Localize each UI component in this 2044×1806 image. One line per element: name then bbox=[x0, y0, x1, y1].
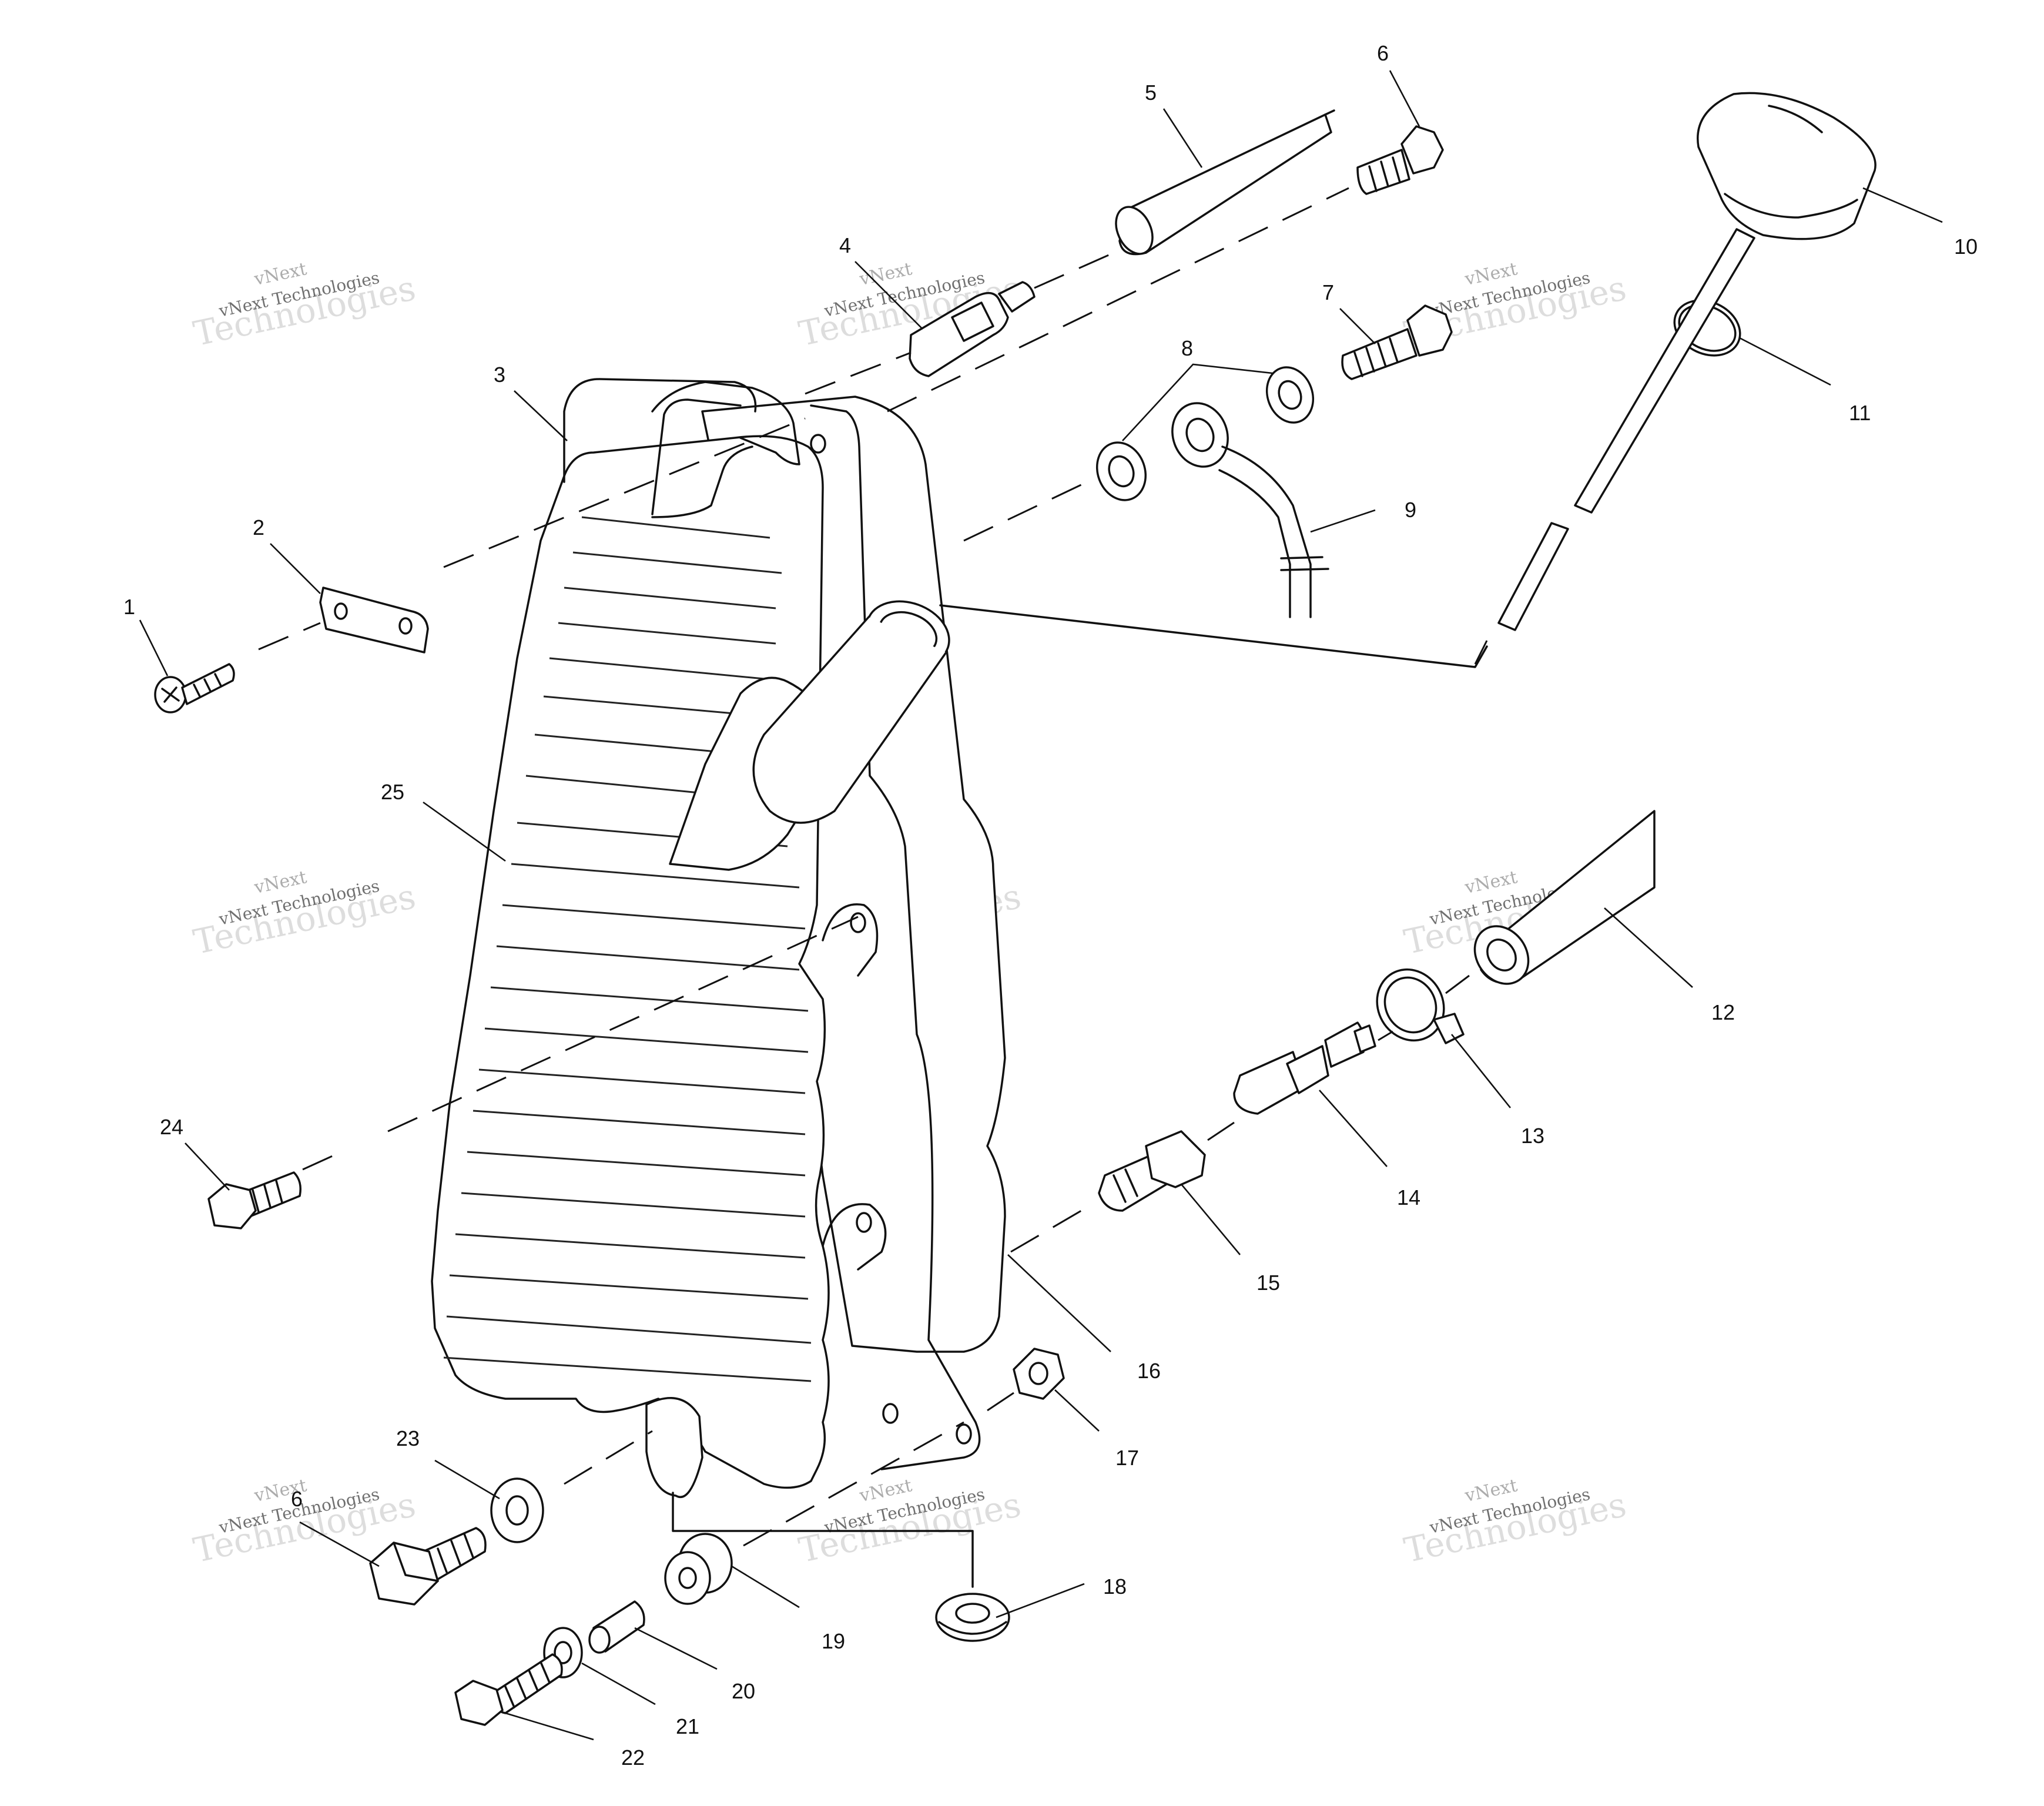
callout-24: 24 bbox=[160, 1115, 183, 1139]
tank-mount-hole-low bbox=[856, 1212, 872, 1233]
callout-18: 18 bbox=[1103, 1574, 1127, 1599]
tank-drain-sump bbox=[645, 1397, 703, 1499]
callout-21: 21 bbox=[676, 1714, 699, 1738]
tank-mount-hole-bottom-b bbox=[956, 1423, 972, 1445]
watermark-1: Technologies vNext vNext Technologies bbox=[190, 259, 419, 354]
watermark-8: Technologies vNext vNext Technologies bbox=[795, 1475, 1024, 1570]
dipstick-rod bbox=[1474, 228, 1755, 665]
callout-25: 25 bbox=[381, 780, 404, 804]
callout-17: 17 bbox=[1115, 1446, 1139, 1470]
tank-handle bbox=[563, 378, 757, 483]
callout-6: 6 bbox=[1377, 41, 1389, 65]
sump-leader-line bbox=[672, 1492, 974, 1588]
part-17-nut bbox=[1013, 1348, 1065, 1400]
part-14-fitting bbox=[1233, 1021, 1376, 1115]
callout-4: 4 bbox=[839, 233, 851, 257]
oil-tank-body bbox=[431, 378, 1006, 1499]
callout-1: 1 bbox=[123, 595, 135, 619]
part-1-screw bbox=[154, 663, 235, 713]
tank-top-strap bbox=[651, 445, 753, 518]
part-18-grommet bbox=[935, 1593, 1010, 1642]
callout-7: 7 bbox=[1322, 280, 1334, 304]
part-15-sensor bbox=[1098, 1130, 1206, 1212]
tank-boss-mid bbox=[822, 903, 879, 977]
callout-6-drain: 6 bbox=[291, 1487, 303, 1511]
callout-23: 23 bbox=[396, 1426, 420, 1450]
watermark-9: Technologies vNext vNext Technologies bbox=[1400, 1475, 1630, 1570]
callout-8: 8 bbox=[1181, 336, 1193, 360]
part-9-oil-line bbox=[1171, 402, 1329, 618]
callout-22: 22 bbox=[621, 1745, 645, 1770]
callout-12: 12 bbox=[1711, 1000, 1735, 1024]
tank-mount-hole-top bbox=[810, 434, 826, 454]
callout-10: 10 bbox=[1954, 234, 1978, 259]
callout-13: 13 bbox=[1521, 1124, 1544, 1148]
tank-ribs bbox=[443, 516, 812, 1382]
part-6-drain-bolt bbox=[369, 1527, 487, 1606]
part-11-o-ring bbox=[1673, 299, 1741, 357]
part-7-bolt bbox=[1341, 304, 1453, 380]
part-20-sleeve bbox=[588, 1600, 645, 1654]
part-22-bolt bbox=[454, 1653, 563, 1726]
tank-filler-neck-tube bbox=[752, 616, 947, 824]
callout-5: 5 bbox=[1145, 81, 1157, 105]
part-23-washer bbox=[490, 1477, 544, 1543]
part-2-bracket bbox=[319, 587, 429, 654]
tank-flange bbox=[810, 404, 981, 1470]
tank-front-face bbox=[431, 435, 830, 1489]
part-8-washers bbox=[1095, 366, 1315, 501]
part-4-fitting bbox=[909, 281, 1036, 377]
leader-lines bbox=[139, 70, 1943, 1741]
callout-labels: 1 2 3 4 5 6 7 8 9 10 11 12 13 14 15 16 1… bbox=[123, 41, 1978, 1770]
dipstick-leader-line bbox=[939, 604, 1488, 668]
callout-3: 3 bbox=[494, 363, 505, 387]
part-5-hose bbox=[1115, 109, 1335, 256]
callout-14: 14 bbox=[1397, 1185, 1420, 1209]
part-19-grommet bbox=[664, 1533, 733, 1605]
callout-9: 9 bbox=[1405, 498, 1416, 522]
callout-19: 19 bbox=[822, 1629, 845, 1653]
tank-mount-hole-bottom-a bbox=[882, 1403, 899, 1424]
assembly-lines bbox=[258, 187, 1488, 1588]
callout-2: 2 bbox=[253, 515, 264, 540]
callout-15: 15 bbox=[1256, 1271, 1280, 1295]
part-24-bolt bbox=[207, 1171, 301, 1229]
part-12-hose bbox=[1473, 810, 1656, 985]
part-6-banjo-bolt bbox=[1356, 125, 1444, 195]
tank-top-recess bbox=[651, 381, 800, 465]
callout-11: 11 bbox=[1849, 401, 1871, 425]
callout-16: 16 bbox=[1137, 1359, 1161, 1383]
callout-20: 20 bbox=[732, 1679, 755, 1703]
tank-boss-low bbox=[822, 1203, 887, 1271]
part-13-hose-clamp bbox=[1376, 968, 1465, 1044]
watermark-4: Technologies vNext vNext Technologies bbox=[190, 867, 419, 962]
part-10-dipstick-cap bbox=[1697, 92, 1877, 240]
tank-handle-inner bbox=[651, 398, 742, 515]
tank-mount-hole-mid bbox=[850, 912, 866, 933]
